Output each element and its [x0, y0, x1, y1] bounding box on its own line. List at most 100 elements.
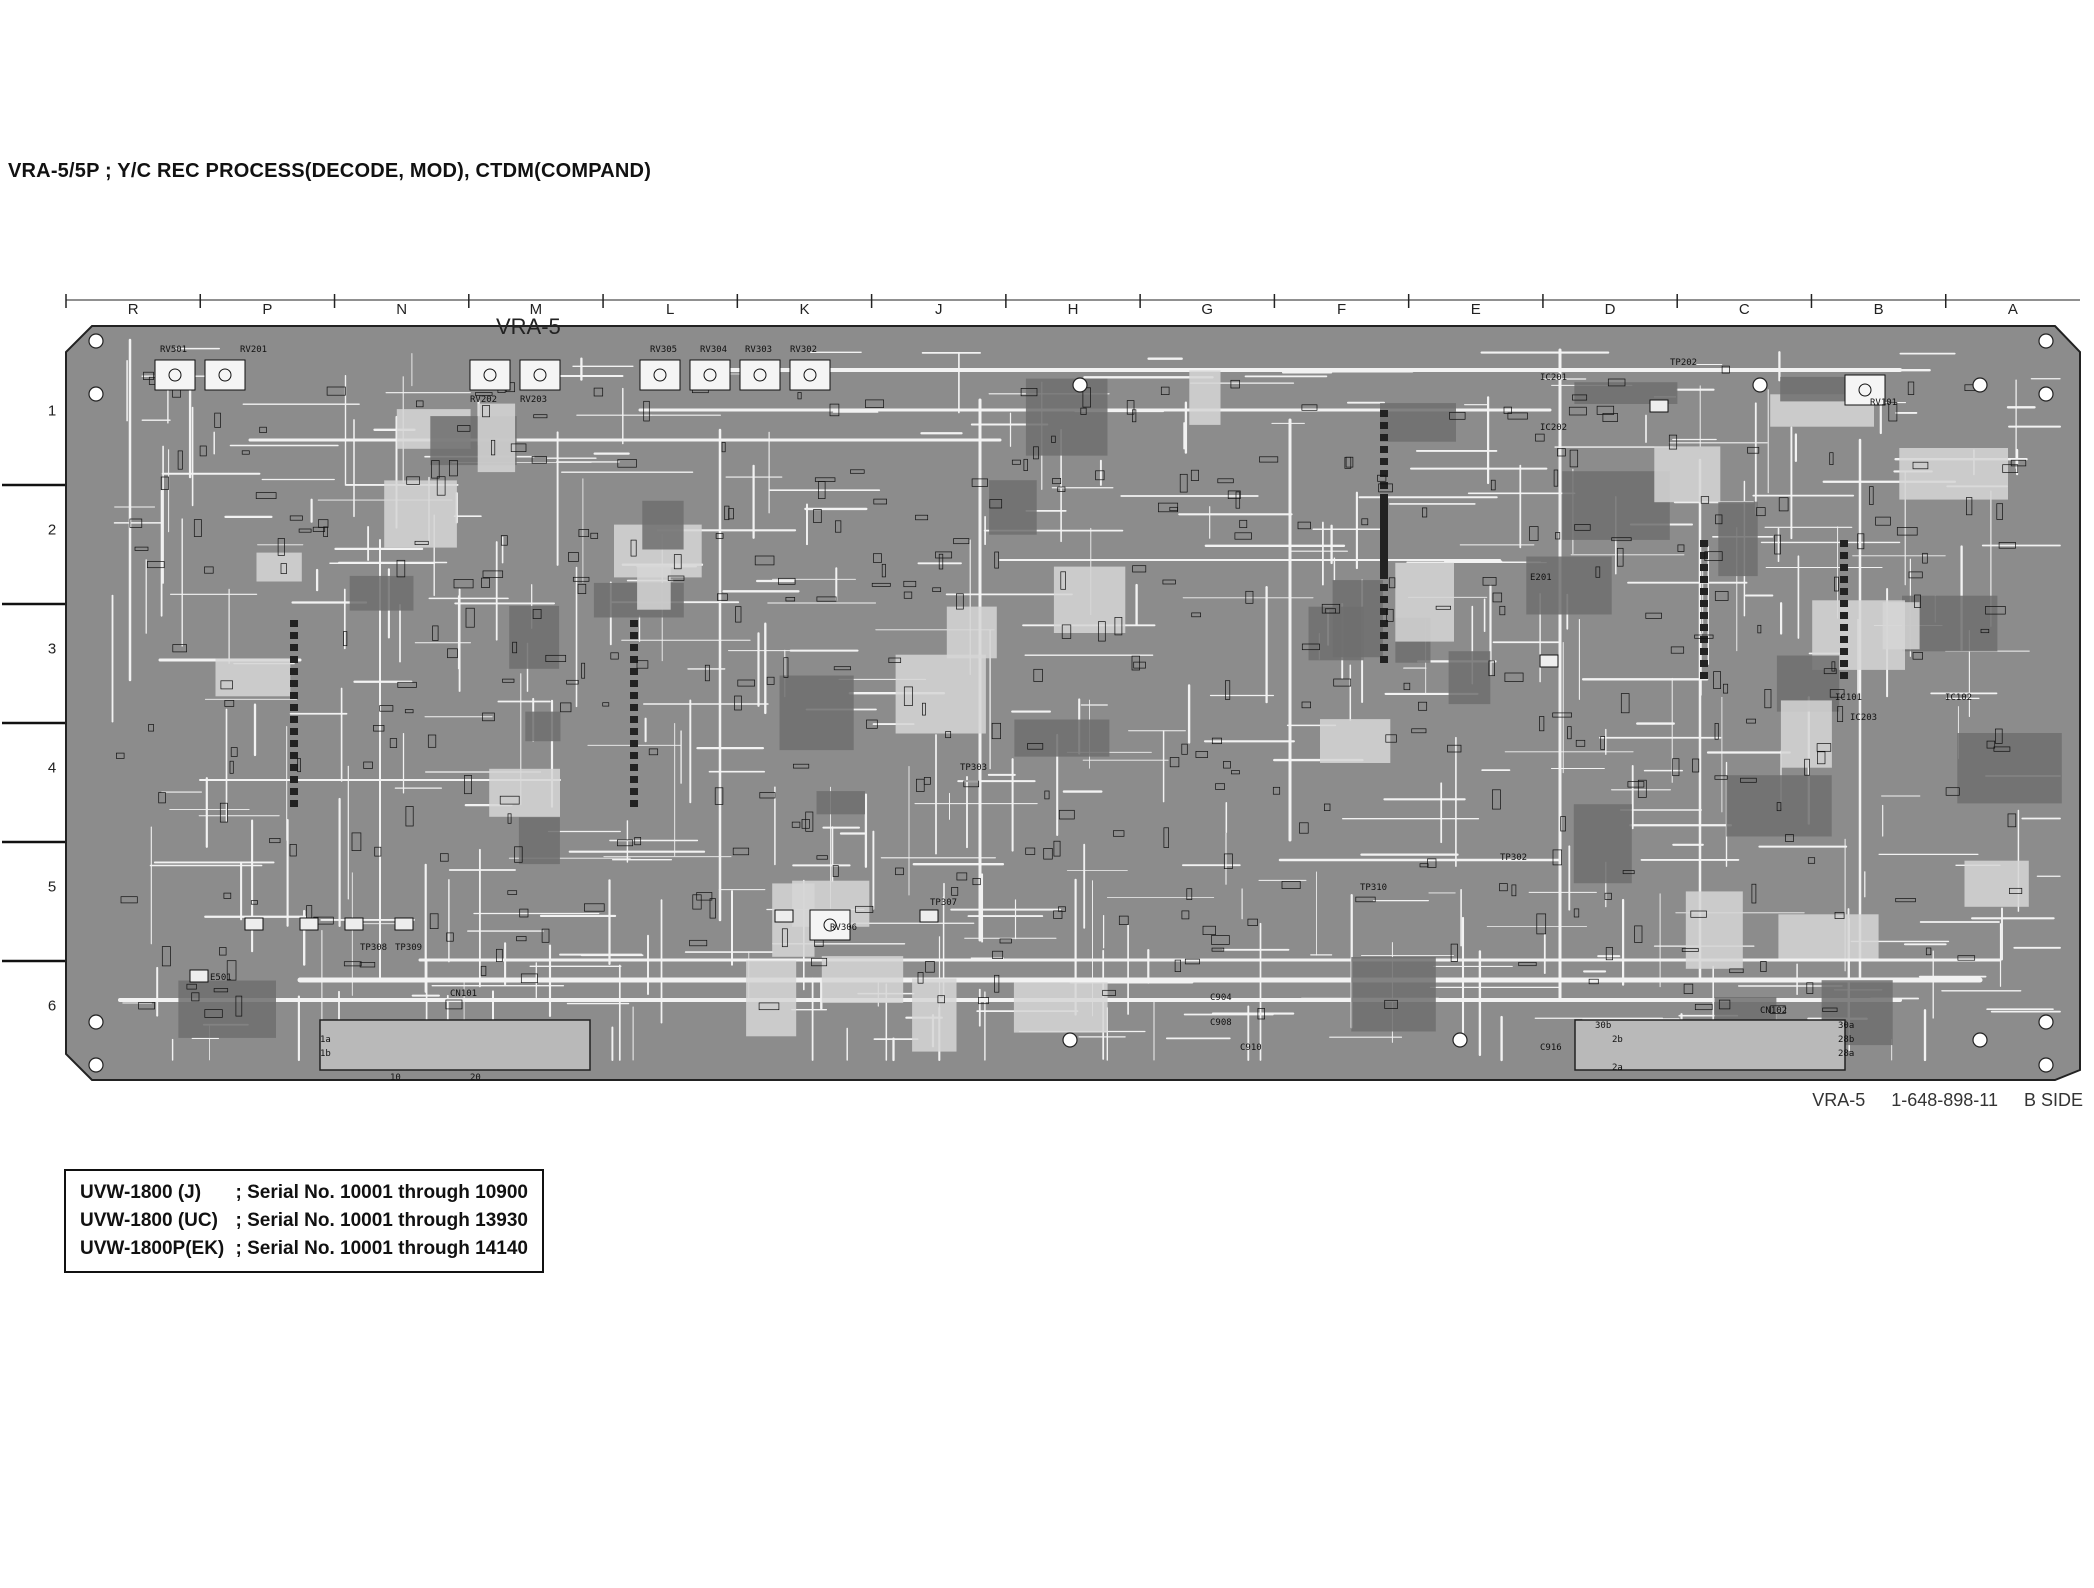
smd-part [1384, 999, 1398, 1009]
copper-area [1964, 860, 2029, 907]
ic-pad [1380, 506, 1388, 513]
pcb-diagram: RRPPNNMMLLKKJJHHGGFFEEDDCCBBAA 112233445… [0, 280, 2094, 1100]
smd-part [1492, 592, 1503, 603]
column-label-h: H [1068, 301, 1079, 318]
test-point [919, 909, 939, 923]
smd-part [1190, 469, 1199, 481]
smd-part [1555, 532, 1561, 540]
smd-part [445, 999, 463, 1010]
smd-part [1507, 412, 1528, 420]
smd-part [482, 712, 495, 722]
component-label-tp309: TP309 [395, 943, 422, 953]
smd-part [289, 844, 297, 857]
smd-part [1957, 955, 1976, 961]
smd-part [1605, 947, 1613, 961]
ic-pad [1380, 422, 1388, 429]
smd-part [1888, 402, 1898, 422]
smd-part [2002, 464, 2019, 473]
smd-part [224, 700, 235, 707]
smd-part [1552, 849, 1562, 866]
smd-part [866, 719, 878, 729]
smd-part [1823, 668, 1837, 675]
smd-part [1053, 840, 1061, 857]
ic-pad [630, 704, 638, 711]
smd-part [453, 579, 474, 589]
serial-row: UVW-1800 (J) ; Serial No. 10001 through … [80, 1179, 528, 1207]
serial-row: UVW-1800P(EK) ; Serial No. 10001 through… [80, 1235, 528, 1263]
component-label-ic203: IC203 [1850, 713, 1877, 723]
column-label-n: N [396, 301, 407, 318]
ic-pad [290, 764, 298, 771]
component-label-ic101: IC101 [1835, 693, 1862, 703]
board-name-silk: VRA-5 [496, 314, 561, 339]
smd-part [177, 450, 183, 470]
column-label-g: G [1201, 301, 1213, 318]
ic-pad [1700, 540, 1708, 547]
footer-side: B SIDE [2023, 1090, 2083, 1110]
smd-part [1980, 628, 1990, 634]
smd-part [1301, 404, 1318, 411]
smd-part [1985, 606, 2006, 615]
smd-part [1403, 682, 1411, 691]
component-label-tp310: TP310 [1360, 883, 1387, 893]
component-label-cn102: CN102 [1760, 1006, 1787, 1016]
smd-part [937, 995, 945, 1004]
pot-body [519, 359, 561, 391]
pot-body [739, 359, 781, 391]
smd-part [1756, 507, 1766, 517]
smd-part [1102, 989, 1116, 996]
smd-part [199, 445, 207, 457]
smd-part [1499, 605, 1506, 616]
smd-part [1126, 400, 1135, 415]
connector-pin-label: 20 [470, 1073, 481, 1083]
smd-part [1560, 816, 1566, 832]
smd-part [1181, 910, 1190, 920]
smd-part [758, 1002, 780, 1011]
smd-part [1223, 853, 1233, 869]
ic-pad [1380, 470, 1388, 477]
smd-part [783, 657, 789, 678]
trimmer-pot [1844, 374, 1886, 406]
smd-part [1817, 751, 1826, 765]
smd-part [1553, 469, 1559, 487]
smd-part [1966, 497, 1973, 516]
smd-part [1450, 943, 1458, 962]
smd-part [359, 962, 376, 968]
smd-part [1834, 576, 1839, 592]
copper-area [895, 654, 986, 734]
smd-part [1908, 571, 1923, 579]
ic-pad [630, 740, 638, 747]
smd-part [405, 806, 414, 827]
ic-pad [1380, 566, 1388, 573]
smd-part [1132, 565, 1147, 573]
smd-part [1740, 777, 1757, 783]
column-label-b: B [1874, 301, 1884, 318]
smd-part [541, 928, 550, 943]
smd-part [219, 802, 228, 823]
component-label-rv101: RV101 [1870, 398, 1897, 408]
smd-part [191, 992, 200, 1002]
smd-part [1670, 646, 1685, 654]
ic-pad [290, 620, 298, 627]
smd-part [502, 678, 515, 683]
component-label-rv305: RV305 [650, 345, 677, 355]
smd-part [229, 760, 234, 774]
connector-pin-label: 2b [1612, 1035, 1623, 1045]
smd-part [1986, 740, 1996, 749]
smd-part [1411, 728, 1427, 734]
ic-pad [630, 620, 638, 627]
ic-pad [1700, 648, 1708, 655]
smd-part [735, 606, 742, 623]
smd-part [1925, 947, 1932, 956]
smd-part [781, 928, 788, 948]
smd-part [1162, 579, 1176, 585]
serial-row: UVW-1800 (UC) ; Serial No. 10001 through… [80, 1207, 528, 1235]
ic-pad [290, 692, 298, 699]
ic-pad [1840, 600, 1848, 607]
smd-part [829, 403, 840, 417]
smd-part [220, 680, 233, 690]
ic-pad [1840, 552, 1848, 559]
ic-footprint [1380, 500, 1388, 663]
smd-part [1539, 716, 1545, 732]
smd-part [855, 905, 874, 913]
